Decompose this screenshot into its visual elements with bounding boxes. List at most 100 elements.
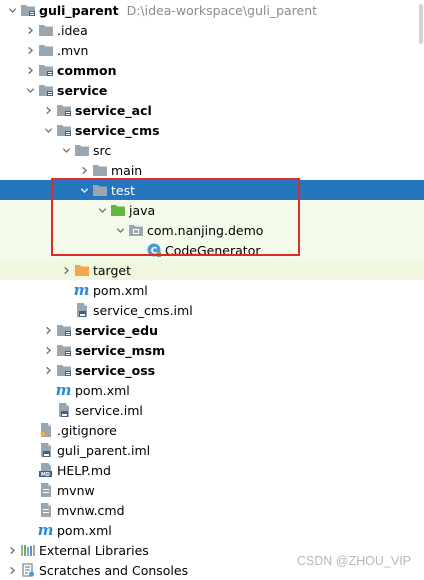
module-folder-icon	[37, 60, 54, 80]
tree-item-label: .idea	[57, 22, 88, 38]
tree-row[interactable]: C CodeGenerator	[0, 240, 424, 260]
tree-row[interactable]: src	[0, 140, 424, 160]
tree-row[interactable]: Scratches and Consoles	[0, 560, 424, 580]
chevron-down-icon[interactable]	[113, 220, 127, 240]
chevron-right-icon[interactable]	[59, 260, 73, 280]
tree-item-label: com.nanjing.demo	[147, 222, 264, 238]
chevron-right-icon[interactable]	[41, 340, 55, 360]
module-folder-icon	[55, 120, 72, 140]
chevron-right-icon[interactable]	[5, 540, 19, 560]
folder-icon	[91, 180, 108, 200]
chevron-down-icon[interactable]	[59, 140, 73, 160]
chevron-right-icon[interactable]	[5, 560, 19, 580]
chevron-right-icon[interactable]	[23, 60, 37, 80]
tree-item-label: common	[57, 62, 117, 78]
scrollbar-thumb[interactable]	[419, 4, 423, 44]
tree-row[interactable]: .mvn	[0, 40, 424, 60]
module-folder-icon	[55, 100, 72, 120]
project-path: D:\idea-workspace\guli_parent	[126, 2, 318, 18]
tree-item-label: test	[111, 182, 136, 198]
iml-file-icon	[37, 440, 54, 460]
tree-item-label: service.iml	[75, 402, 143, 418]
folder-icon	[37, 20, 54, 40]
tree-row[interactable]: service_oss	[0, 360, 424, 380]
tree-item-label: pom.xml	[93, 282, 148, 298]
tree-row[interactable]: guli_parent.iml	[0, 440, 424, 460]
tree-item-label: .gitignore	[57, 422, 117, 438]
folder-icon	[37, 40, 54, 60]
gitignore-file-icon	[37, 420, 54, 440]
tree-item-label: External Libraries	[39, 542, 149, 558]
module-folder-icon	[55, 360, 72, 380]
tree-row[interactable]: service_acl	[0, 100, 424, 120]
tree-row[interactable]: java	[0, 200, 424, 220]
module-folder-icon	[37, 80, 54, 100]
tree-item-label: service	[57, 82, 108, 98]
chevron-right-icon[interactable]	[41, 320, 55, 340]
folder-icon	[73, 140, 90, 160]
chevron-down-icon[interactable]	[23, 80, 37, 100]
tree-row[interactable]: External Libraries	[0, 540, 424, 560]
tree-row[interactable]: mvnw.cmd	[0, 500, 424, 520]
scrollbar[interactable]	[418, 0, 424, 579]
tree-row[interactable]: test	[0, 180, 424, 200]
chevron-right-icon[interactable]	[23, 40, 37, 60]
tree-row[interactable]: service.iml	[0, 400, 424, 420]
chevron-down-icon[interactable]	[77, 180, 91, 200]
excluded-folder-icon	[73, 260, 90, 280]
tree-row[interactable]: service_cms	[0, 120, 424, 140]
tree-item-label: pom.xml	[57, 522, 112, 538]
tree-row[interactable]: guli_parent D:\idea-workspace\guli_parent	[0, 0, 424, 20]
chevron-down-icon[interactable]	[5, 0, 19, 20]
module-folder-icon	[55, 320, 72, 340]
tree-item-label: .mvn	[57, 42, 89, 58]
chevron-right-icon[interactable]	[41, 360, 55, 380]
tree-row[interactable]: service	[0, 80, 424, 100]
chevron-down-icon[interactable]	[95, 200, 109, 220]
scratches-icon	[19, 560, 36, 580]
tree-row[interactable]: service_cms.iml	[0, 300, 424, 320]
module-folder-icon	[19, 0, 36, 20]
chevron-right-icon[interactable]	[23, 20, 37, 40]
maven-icon: m	[37, 520, 54, 539]
tree-item-label: CodeGenerator	[165, 242, 261, 258]
iml-file-icon	[73, 300, 90, 320]
tree-row[interactable]: service_msm	[0, 340, 424, 360]
tree-item-label: java	[129, 202, 156, 218]
tree-item-label: guli_parent.iml	[57, 442, 151, 458]
tree-item-label: HELP.md	[57, 462, 111, 478]
tree-item-label: src	[93, 142, 112, 158]
test-source-folder-icon	[109, 200, 126, 220]
tree-item-label: service_acl	[75, 102, 152, 118]
tree-row[interactable]: common	[0, 60, 424, 80]
tree-item-label: target	[93, 262, 132, 278]
chevron-right-icon[interactable]	[77, 160, 91, 180]
tree-row[interactable]: com.nanjing.demo	[0, 220, 424, 240]
libraries-icon	[19, 540, 36, 560]
text-file-icon	[37, 480, 54, 500]
chevron-right-icon[interactable]	[41, 100, 55, 120]
tree-item-label: mvnw	[57, 482, 95, 498]
tree-row[interactable]: target	[0, 260, 424, 280]
tree-row[interactable]: mvnw	[0, 480, 424, 500]
tree-item-label: service_oss	[75, 362, 156, 378]
iml-file-icon	[55, 400, 72, 420]
chevron-down-icon[interactable]	[41, 120, 55, 140]
folder-icon	[91, 160, 108, 180]
tree-row[interactable]: service_edu	[0, 320, 424, 340]
package-icon	[127, 220, 144, 240]
tree-item-label: mvnw.cmd	[57, 502, 125, 518]
tree-item-label: main	[111, 162, 143, 178]
tree-row[interactable]: main	[0, 160, 424, 180]
tree-item-label: service_cms	[75, 122, 160, 138]
tree-item-label: service_msm	[75, 342, 166, 358]
svg-text:C: C	[150, 247, 157, 257]
tree-item-label: pom.xml	[75, 382, 130, 398]
tree-row[interactable]: .idea	[0, 20, 424, 40]
tree-item-label: guli_parent	[39, 2, 119, 18]
tree-row[interactable]: .gitignore	[0, 420, 424, 440]
